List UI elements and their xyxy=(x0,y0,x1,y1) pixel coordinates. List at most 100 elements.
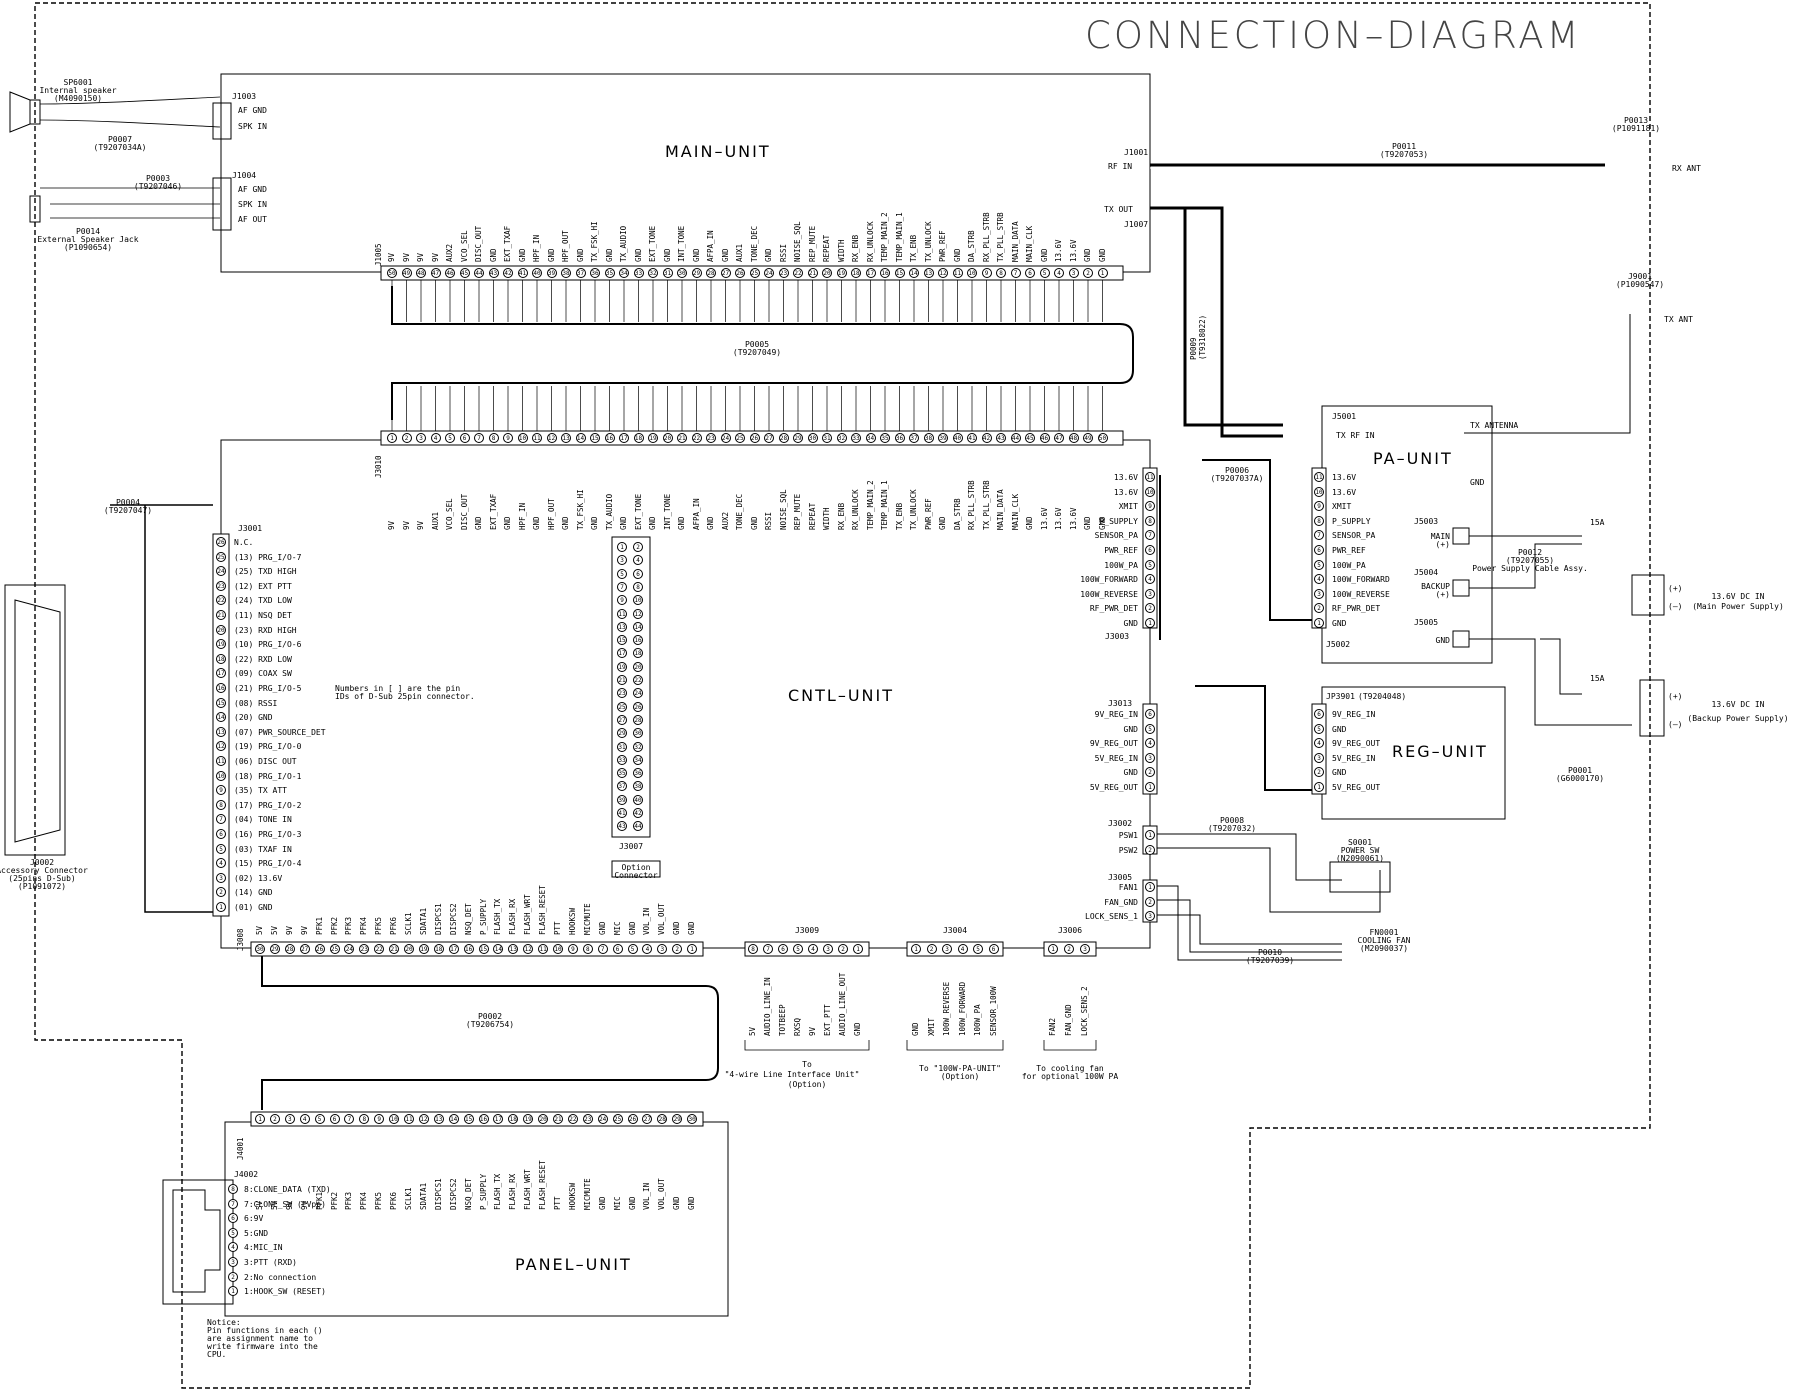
j3008-pin-label-10: PTT xyxy=(553,921,562,935)
j1005-pin-label-32: EXT_TONE xyxy=(648,225,657,262)
j3008-ref: J3008 xyxy=(236,928,245,951)
j4001-pin-25: 25 xyxy=(612,1114,623,1124)
j3010-pin-label-2: 9V xyxy=(401,520,411,530)
j3010-pin-label-40: DA_STRB xyxy=(952,498,962,530)
j4001-pin-20: 20 xyxy=(538,1114,549,1124)
j5002-pin-6: 6 xyxy=(1314,545,1324,555)
j4001-pin-6: 6 xyxy=(329,1114,340,1124)
j3001-pin-26: 26 xyxy=(216,537,226,547)
j5004-ref: J5004 xyxy=(1414,568,1439,577)
j3003-pin-10: 10 xyxy=(1145,486,1155,497)
j1005-pin-label-24: GND xyxy=(764,248,773,262)
j4001-pin-label-30: GND xyxy=(687,1196,697,1210)
j3008-pin-label-3: VOL_OUT xyxy=(657,903,667,935)
j3010-pin-label-47: 13.6V xyxy=(1054,507,1063,530)
j3010-pin-50: 50 xyxy=(1097,433,1108,443)
j3010-pin-6: 6 xyxy=(459,433,470,443)
j4001-pin-19: 19 xyxy=(523,1114,534,1124)
j3010-pin-label-46: 13.6V xyxy=(1039,507,1049,530)
j1005-pin-label-10: DA_STRB xyxy=(967,230,976,262)
enclosure-outline xyxy=(34,2,1651,1389)
j4002-ref: J4002 xyxy=(234,1170,259,1179)
j3003-pin-label-1: GND xyxy=(1123,619,1138,628)
p0004-ref: P0004 xyxy=(115,498,141,507)
j3009-note-1: To xyxy=(802,1060,812,1069)
j4001-pin-label-21: PTT xyxy=(553,1196,562,1210)
j3001-pin-5: 5 xyxy=(216,843,226,854)
j3007-pin-4: 4 xyxy=(633,555,643,566)
j1005-pin-label-49: 9V xyxy=(401,252,411,262)
j3007-pin-15: 15 xyxy=(617,635,627,646)
j4001-pin-label-28: VOL_OUT xyxy=(657,1178,667,1210)
j1005-pin-label-4: 13.6V xyxy=(1054,239,1063,262)
p0012-ref: P0012 xyxy=(1517,548,1543,557)
j3007-pin-8: 8 xyxy=(633,581,643,592)
backup-dc-in: 13.6V DC IN xyxy=(1711,700,1765,709)
power-gnd-label: GND xyxy=(1435,636,1450,645)
s0001-ref: S0001 xyxy=(1347,838,1373,847)
j3010-pin-48: 48 xyxy=(1068,433,1079,443)
j1007-ref: J1007 xyxy=(1124,220,1149,229)
jp3901-ref: JP3901 xyxy=(1326,692,1355,701)
j3010-ref: J3010 xyxy=(374,455,383,478)
j1005-pin-33: 33 xyxy=(633,268,644,278)
j3010-pin-label-3: 9V xyxy=(416,520,425,530)
j3013-pin-4: 4 xyxy=(1145,738,1155,749)
j1005-pin-43: 43 xyxy=(488,268,499,278)
j3003-pin-label-11: 13.6V xyxy=(1113,473,1138,482)
j1005-pin-11: 11 xyxy=(952,268,963,278)
j4001-pin-13: 13 xyxy=(433,1114,444,1124)
j3010-pin-label-41: RX_PLL_STRB xyxy=(967,480,976,530)
j3001-pin-label-20: (23) RXD HIGH xyxy=(234,625,297,635)
j4001-pin-11: 11 xyxy=(404,1114,414,1124)
j3003-pin-11: 11 xyxy=(1145,472,1155,482)
backup-plus-terminal: (+) xyxy=(1668,692,1683,701)
j3003-ref: J3003 xyxy=(1105,632,1130,641)
j3010-pin-label-8: EXT_TXAF xyxy=(488,493,498,530)
j3010-pin-3: 3 xyxy=(416,433,426,443)
j1004-pin-3: AF OUT xyxy=(238,215,267,224)
j3001-pin-label-18: (22) RXD LOW xyxy=(234,654,292,664)
j1005-pin-label-43: GND xyxy=(488,248,498,262)
j3004-note-1: To "100W-PA-UNIT" xyxy=(919,1064,1001,1073)
j3008-pin-label-1: GND xyxy=(687,921,697,935)
j3003-pin-5: 5 xyxy=(1145,559,1155,570)
j4001-pin-label-10: PFK6 xyxy=(389,1191,399,1210)
j1005-pin-label-44: DISC_OUT xyxy=(474,225,483,262)
j5002-pin-label-1: GND xyxy=(1332,619,1347,628)
j3010-pin-23: 23 xyxy=(706,433,716,443)
j4001-pin-23: 23 xyxy=(582,1114,593,1124)
j3009-pin-5: 5 xyxy=(793,944,803,954)
j3010-pin-16: 16 xyxy=(604,433,615,443)
j3001-pin-6: 6 xyxy=(216,829,226,839)
j3010-pin-41: 41 xyxy=(967,433,977,443)
j3010-pin-label-20: INT_TONE xyxy=(662,493,672,530)
j4001-pin-label-14: DISPCS2 xyxy=(448,1178,458,1210)
j3010-pin-label-42: TX_PLL_STRB xyxy=(981,480,991,530)
j3010-pin-2: 2 xyxy=(401,433,412,443)
j3010-pin-17: 17 xyxy=(619,433,629,443)
j3008-pin-16: 16 xyxy=(463,944,474,954)
j1005-pin-31: 31 xyxy=(662,268,673,278)
j4001-pin-10: 10 xyxy=(389,1114,400,1124)
j4002-pin-label-3: 3:PTT (RXD) xyxy=(244,1258,297,1267)
j4001-pin-label-16: P_SUPPLY xyxy=(478,1173,488,1210)
j4001-pin-5: 5 xyxy=(314,1114,325,1124)
j1005-pin-5: 5 xyxy=(1039,268,1050,278)
j3005-pin-2: 2 xyxy=(1145,896,1155,907)
j3004-pin-label-3: 100W_REVERSE xyxy=(942,981,951,1036)
cntl-unit-label: CNTL–UNIT xyxy=(788,686,894,705)
p0005-part: (T9207049) xyxy=(732,348,782,357)
j3003-pin-label-3: 100W_REVERSE xyxy=(1080,589,1138,599)
j3001-pin-19: 19 xyxy=(216,639,226,650)
j3007-pin-42: 42 xyxy=(633,808,643,818)
j1005-pin-label-31: GND xyxy=(662,248,672,262)
j1005-pin-35: 35 xyxy=(604,268,615,278)
j3001-pin-14: 14 xyxy=(216,712,226,723)
rf-in-label: RF IN xyxy=(1108,162,1133,171)
j5002-pin-label-6: PWR_REF xyxy=(1332,546,1366,555)
j1005-pin-10: 10 xyxy=(967,268,977,278)
j3010-pin-36: 36 xyxy=(894,433,905,443)
j4001-pin-label-17: FLASH_TX xyxy=(493,1173,503,1210)
